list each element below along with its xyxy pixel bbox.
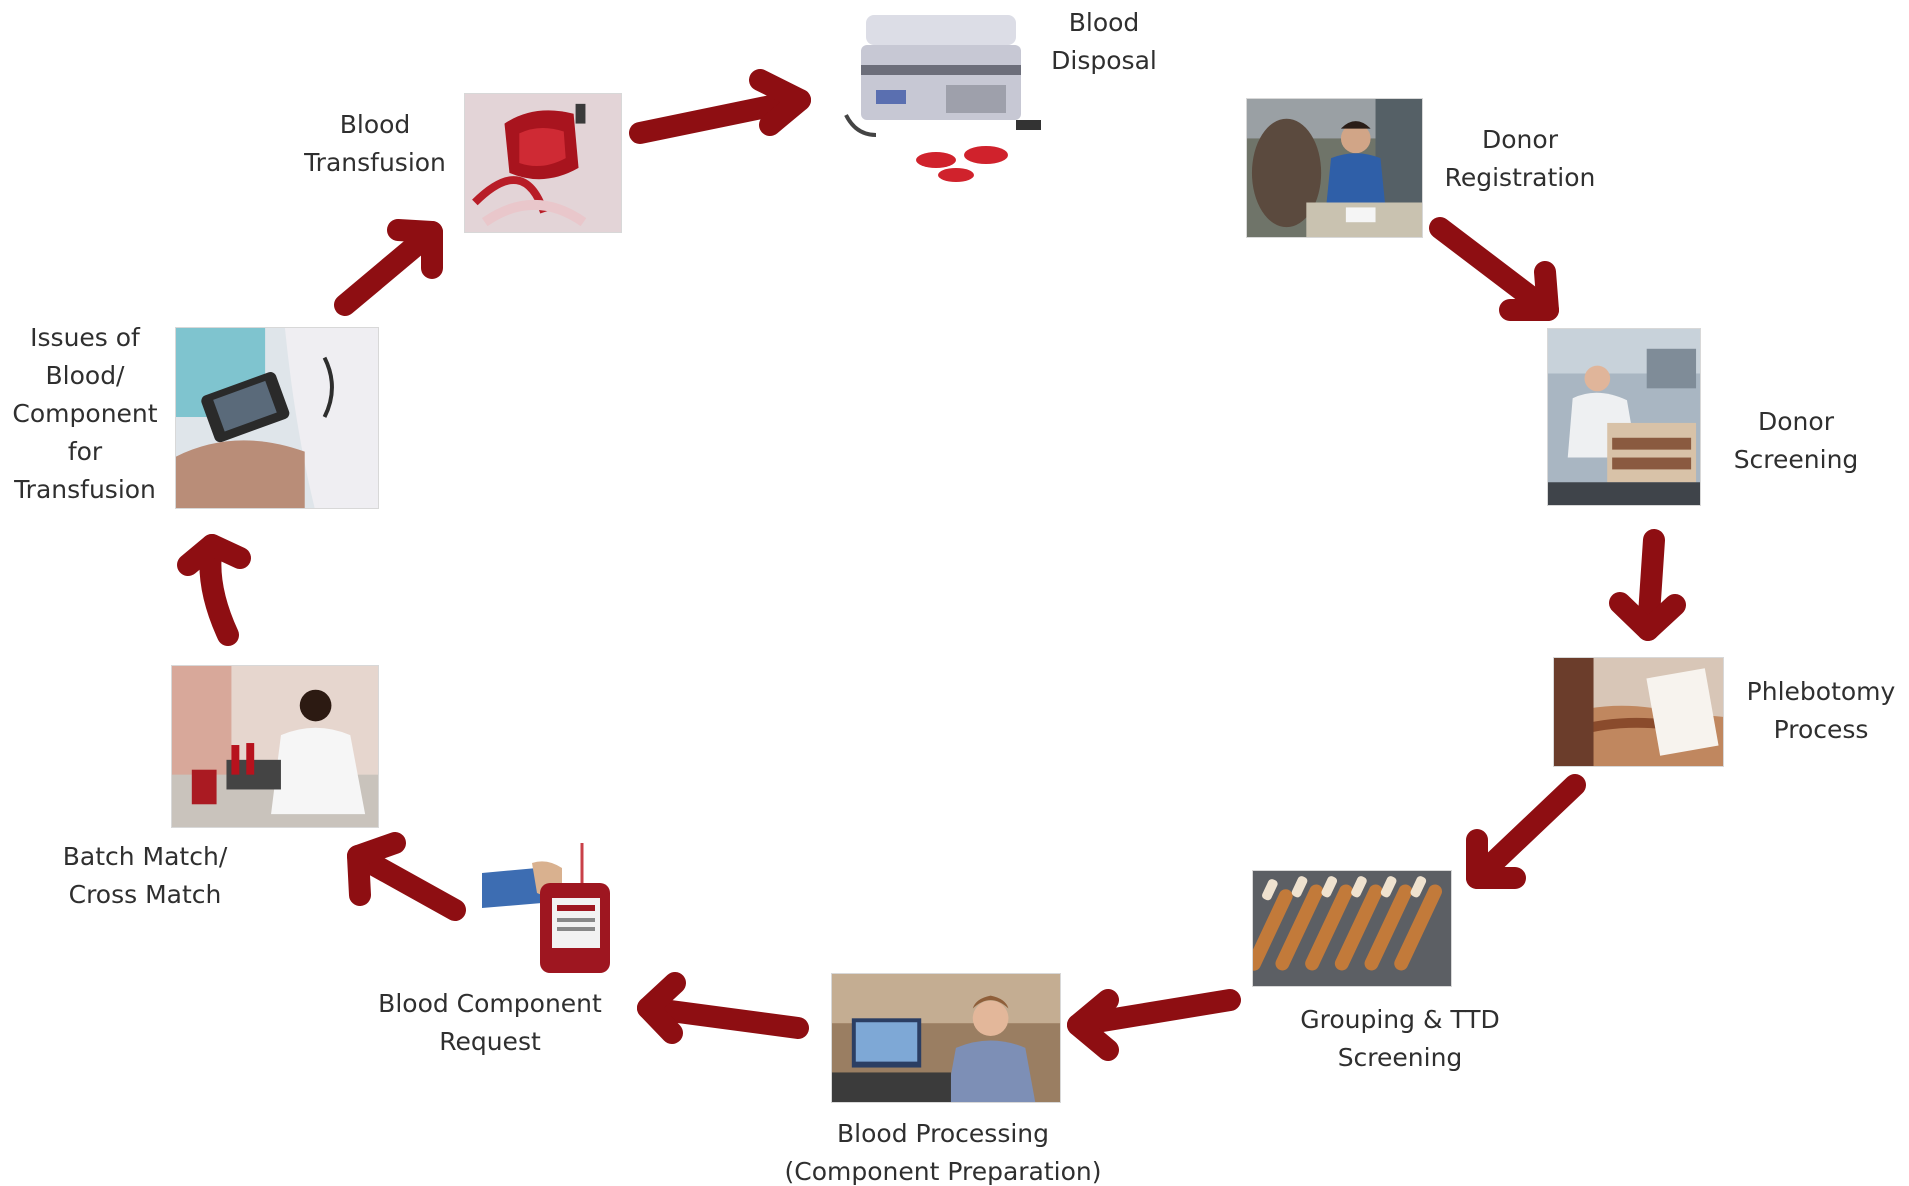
blood-disposal-photo [836, 5, 1058, 185]
phlebotomy-process-photo [1553, 657, 1724, 767]
issues-of-blood-label: Issues of Blood/ Component for Transfusi… [12, 323, 158, 504]
blood-transfusion-label: Blood Transfusion [304, 110, 446, 177]
donor-screening-photo [1547, 328, 1701, 506]
blood-disposal-label: Blood Disposal [1051, 8, 1157, 75]
arrow-screening-to-phlebotomy [1609, 529, 1686, 641]
batch-match-label: Batch Match/ Cross Match [62, 842, 228, 909]
batch-match-photo [171, 665, 379, 828]
issues-of-blood-photo [175, 327, 379, 509]
blood-component-request-label: Blood Component Request [378, 989, 602, 1056]
phlebotomy-process-label: Phlebotomy Process [1746, 677, 1896, 744]
arrow-registration-to-screening [1429, 217, 1559, 321]
arrow-phlebotomy-to-grouping [1466, 774, 1586, 889]
donor-screening-label: Donor Screening [1733, 407, 1859, 474]
arrow-grouping-to-processing [1067, 989, 1241, 1061]
grouping-ttd-screening-photo [1252, 870, 1452, 987]
blood-component-request-photo [482, 843, 630, 978]
blood-processing-photo [831, 973, 1061, 1103]
blood-processing-label: Blood Processing (Component Preparation) [784, 1119, 1102, 1186]
arrow-processing-to-request [637, 972, 809, 1044]
arrow-request-to-batch [347, 832, 466, 921]
grouping-ttd-screening-label: Grouping & TTD Screening [1300, 1005, 1500, 1072]
donor-registration-label: Donor Registration [1444, 125, 1596, 192]
arrow-transfusion-to-disposal [629, 69, 811, 144]
blood-transfusion-photo [464, 93, 622, 233]
donor-registration-photo [1246, 98, 1423, 238]
arrow-issues-to-transfusion [334, 219, 443, 316]
arrow-batch-to-issues [177, 534, 251, 646]
